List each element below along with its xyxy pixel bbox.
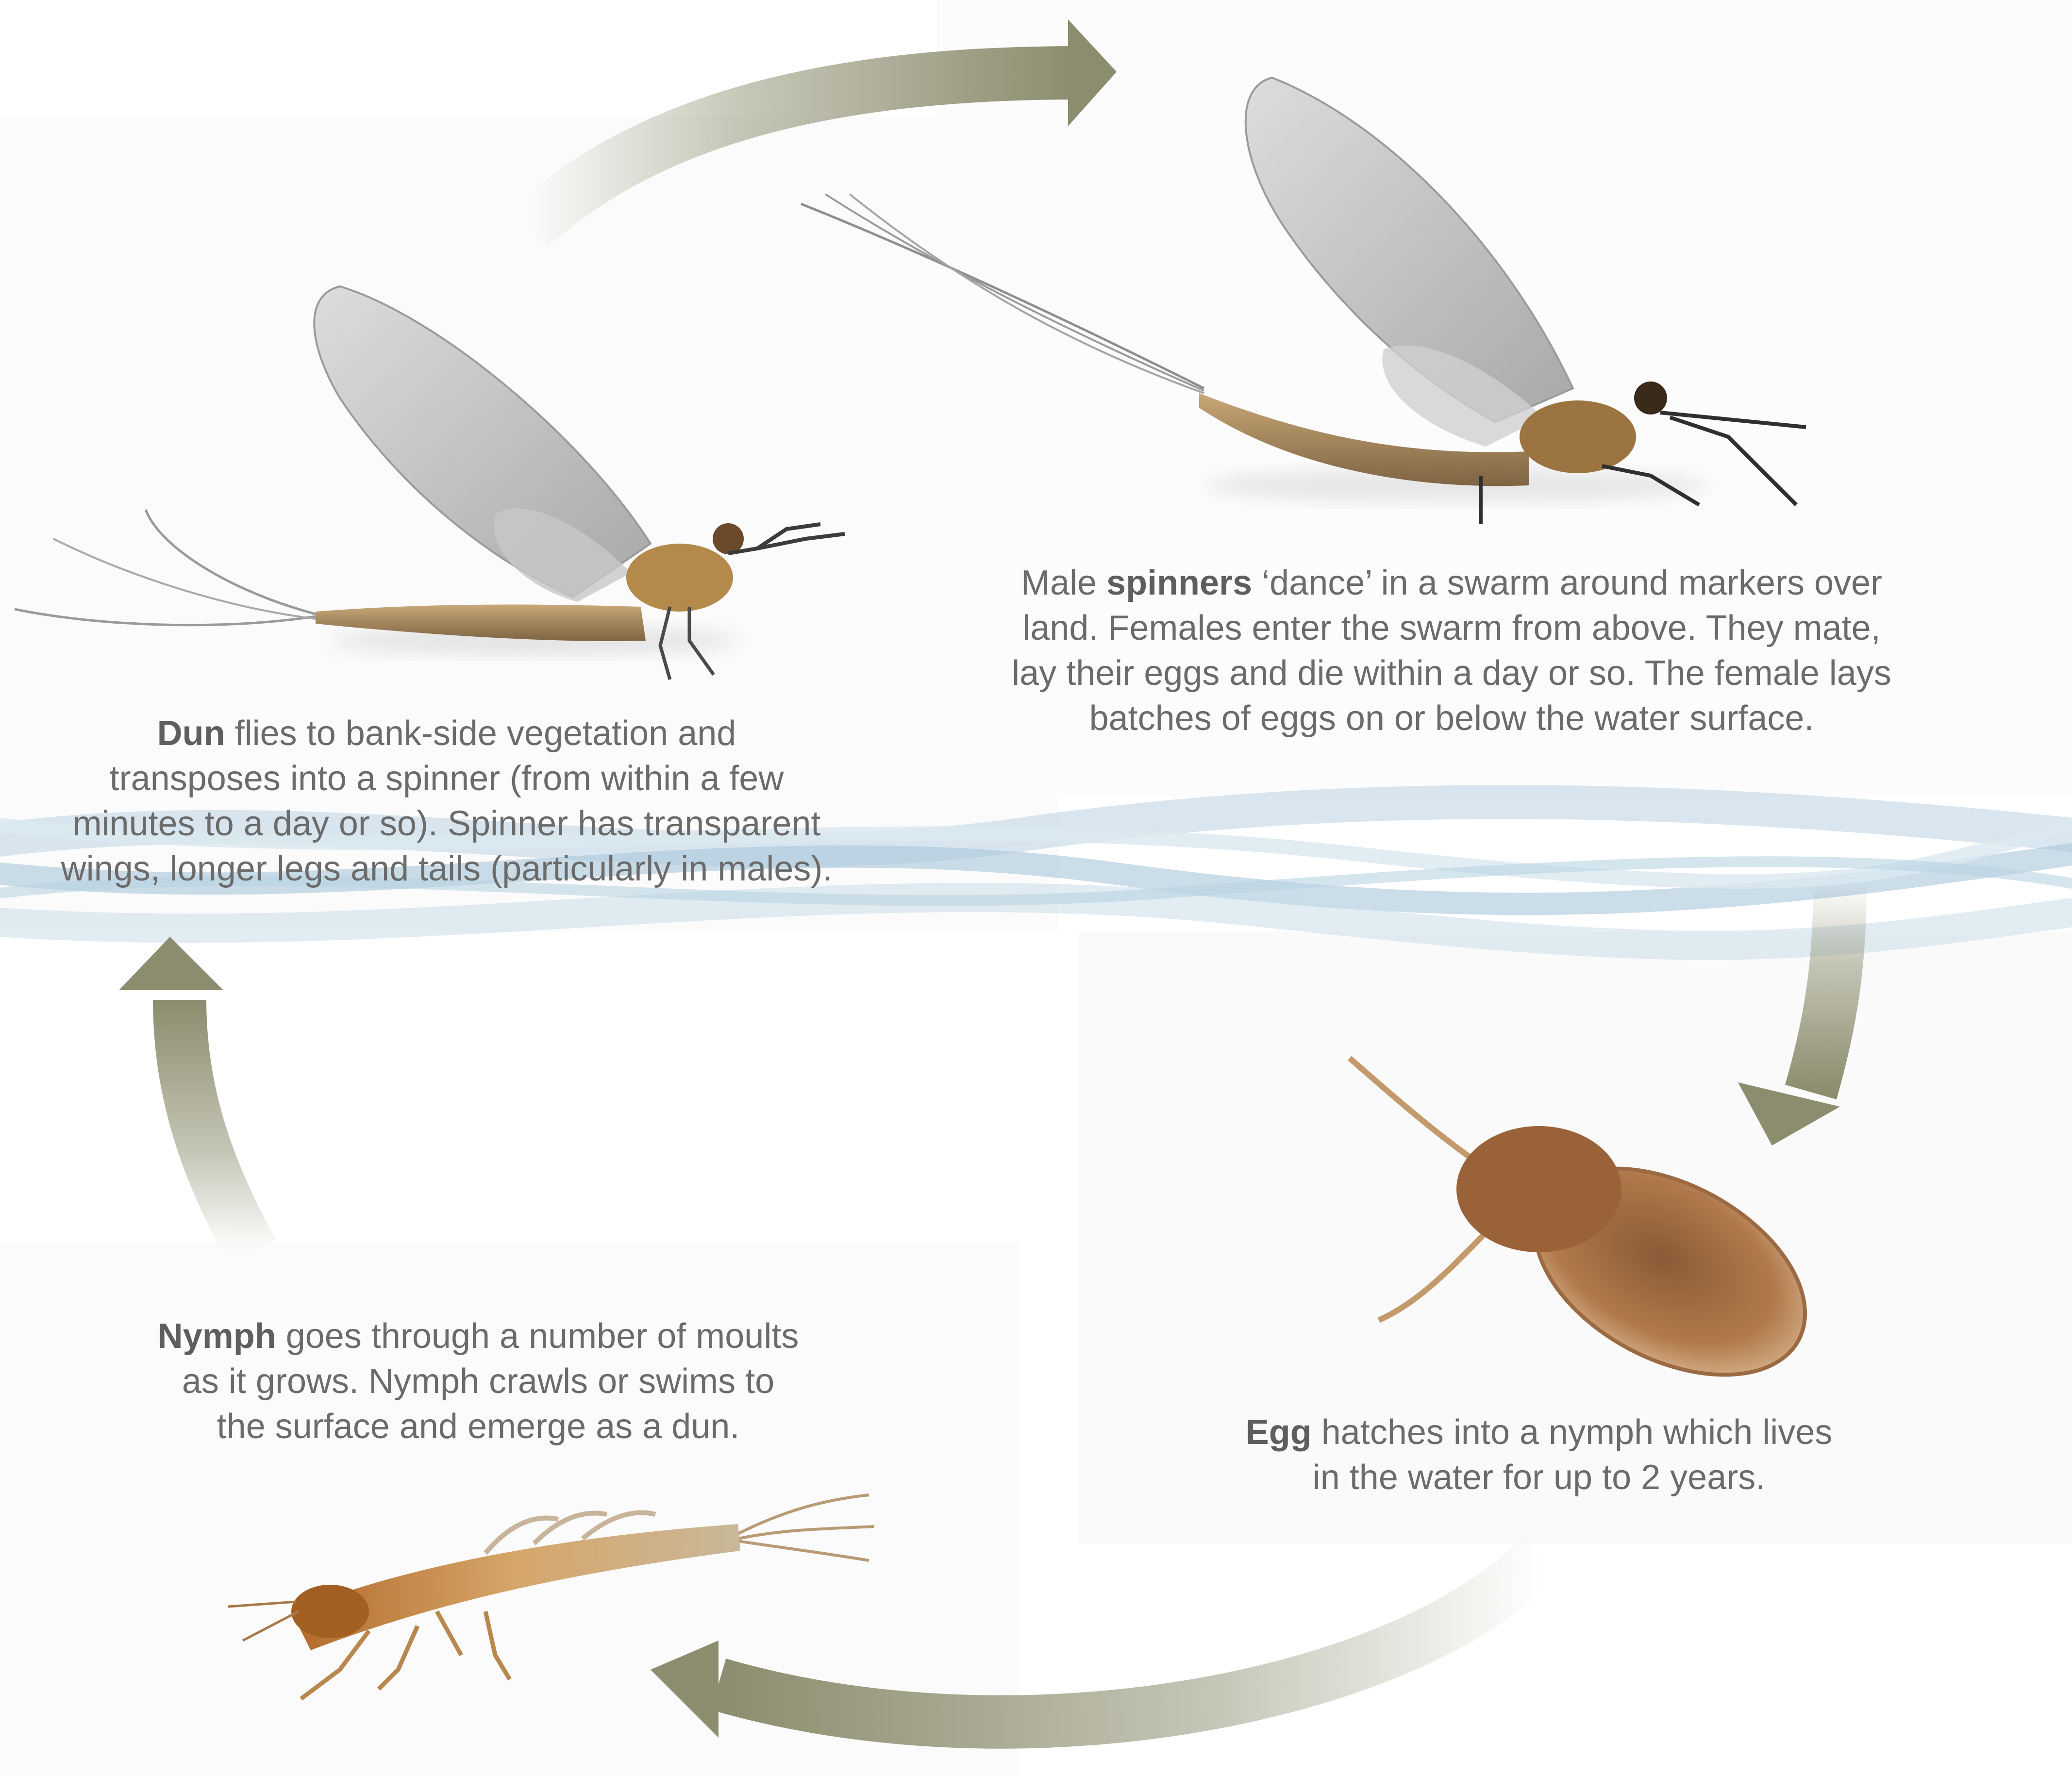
spinner-pre: Male (1021, 564, 1106, 602)
nymph-caption-line-2: as it grows. Nymph crawls or swims to (107, 1359, 850, 1404)
nymph-caption-line-1: Nymph goes through a number of moults (107, 1314, 850, 1359)
egg-caption-line-1: Egg hatches into a nymph which lives (1223, 1410, 1855, 1455)
dun-text-1: flies to bank-side vegetation and (225, 714, 736, 753)
dun-thorax (626, 544, 733, 612)
spinner-caption-line-3: lay their eggs and die within a day or s… (976, 651, 1927, 696)
arrow-spinner-to-egg (1811, 883, 1840, 1092)
egg-lead: Egg (1246, 1413, 1312, 1452)
nymph-lead: Nymph (158, 1317, 276, 1356)
dun-caption: Dun flies to bank-side vegetation and tr… (44, 711, 850, 892)
dun-caption-line-4: wings, longer legs and tails (particular… (44, 846, 850, 892)
spinner-thorax (1520, 400, 1636, 473)
egg-head (1456, 1126, 1621, 1252)
spinner-caption-line-1: Male spinners ‘dance’ in a swarm around … (976, 561, 1927, 606)
egg-caption: Egg hatches into a nymph which lives in … (1223, 1410, 1855, 1500)
arrow-head-left (119, 937, 223, 990)
spinner-head (1634, 382, 1667, 415)
dun-caption-line-2: transposes into a spinner (from within a… (44, 756, 850, 801)
arrow-nymph-to-dun (180, 1000, 252, 1252)
dun-caption-line-3: minutes to a day or so). Spinner has tra… (44, 801, 850, 846)
dun-caption-line-1: Dun flies to bank-side vegetation and (44, 711, 850, 756)
spinner-caption-line-4: batches of eggs on or below the water su… (976, 696, 1927, 741)
nymph-head (291, 1585, 369, 1638)
egg-caption-line-2: in the water for up to 2 years. (1223, 1455, 1855, 1500)
nymph-text-1: goes through a number of moults (276, 1317, 799, 1356)
spinner-text-1: ‘dance’ in a swarm around markers over (1252, 564, 1882, 602)
spinner-caption: Male spinners ‘dance’ in a swarm around … (976, 561, 1927, 741)
spinner-lead: spinners (1106, 564, 1252, 602)
nymph-caption: Nymph goes through a number of moults as… (107, 1314, 850, 1449)
nymph-caption-line-3: the surface and emerge as a dun. (107, 1404, 850, 1449)
spinner-caption-line-2: land. Females enter the swarm from above… (976, 606, 1927, 651)
egg-text-1: hatches into a nymph which lives (1312, 1413, 1833, 1452)
dun-lead: Dun (157, 714, 225, 753)
